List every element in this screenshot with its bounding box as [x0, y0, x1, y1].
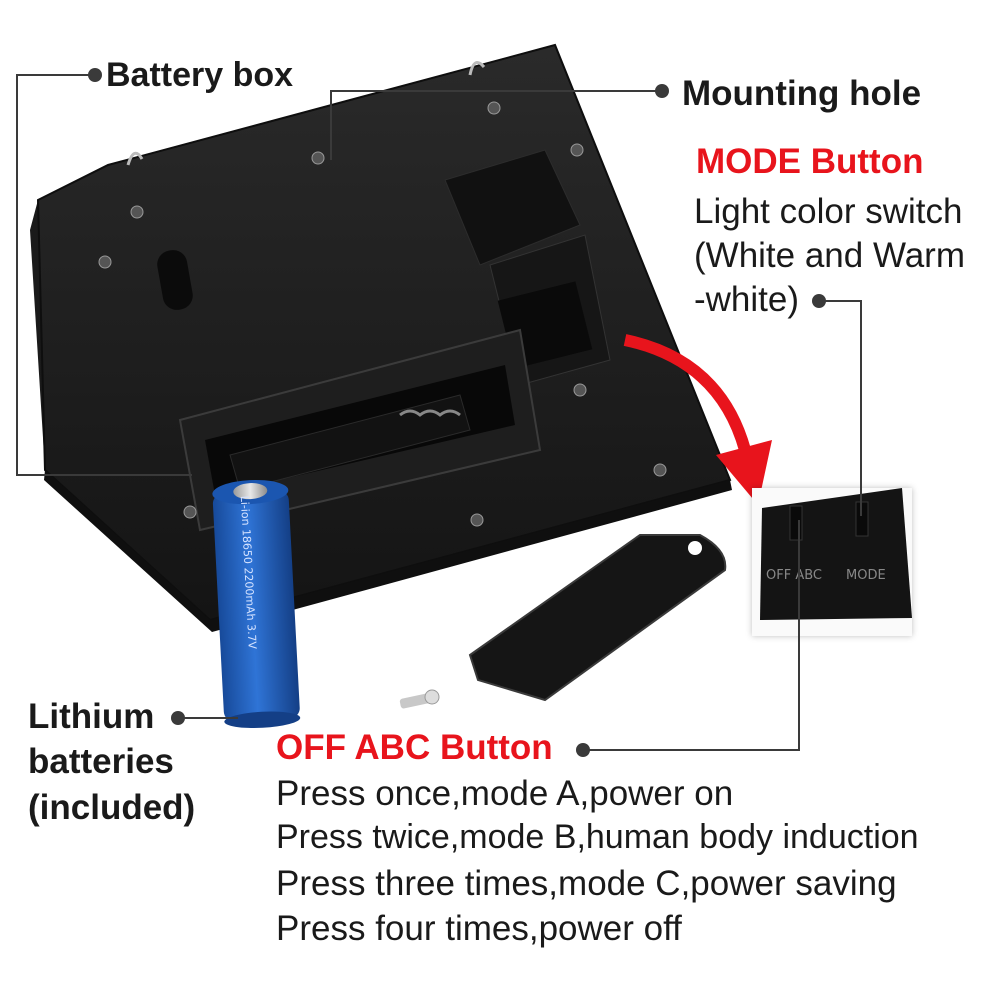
mode-button-desc-1: Light color switch — [694, 192, 963, 231]
battery-cover — [468, 534, 727, 702]
leader-battery-box-h — [16, 74, 96, 76]
leader-mounting-h — [330, 90, 660, 92]
mounting-hole-dot — [655, 84, 669, 98]
lithium-label-2: batteries — [28, 742, 174, 781]
leader-mounting-v — [330, 90, 332, 160]
battery-box-dot — [88, 68, 102, 82]
off-abc-dot — [576, 743, 590, 757]
leader-offabc-h — [582, 749, 800, 751]
hanging-hook-left — [126, 151, 144, 166]
lithium-battery — [212, 479, 301, 729]
mode-button-title: MODE Button — [696, 142, 924, 181]
leader-mode-v — [860, 300, 862, 516]
mounting-hole-slot — [157, 250, 193, 310]
switch-housing — [444, 149, 581, 266]
inset-mode-label: MODE — [846, 568, 886, 583]
mode-button-desc-3: -white) — [694, 280, 800, 319]
off-abc-line-3: Press three times,mode C,power saving — [276, 864, 897, 903]
lithium-label-3: (included) — [28, 788, 196, 827]
loose-screw — [399, 689, 440, 709]
inset-off-abc-label: OFF ABC — [766, 568, 822, 583]
device-main-face — [36, 43, 732, 622]
off-abc-line-1: Press once,mode A,power on — [276, 774, 734, 813]
mounting-hole-label: Mounting hole — [682, 74, 922, 113]
mode-button-desc-2: (White and Warm — [694, 236, 965, 275]
leader-battery-box-h2 — [16, 474, 192, 476]
lithium-dot — [171, 711, 185, 725]
lithium-label-1: Lithium — [28, 697, 155, 736]
off-abc-title: OFF ABC Button — [276, 728, 553, 767]
mode-button-dot — [812, 294, 826, 308]
leader-lithium-h — [182, 717, 238, 719]
button-closeup-inset: OFF ABC MODE — [752, 488, 912, 636]
off-abc-line-2: Press twice,mode B,human body induction — [276, 818, 919, 856]
screws — [98, 101, 667, 527]
leader-offabc-v — [798, 520, 800, 751]
off-abc-line-4: Press four times,power off — [276, 909, 682, 948]
leader-mode-h — [818, 300, 862, 302]
red-arrow — [623, 334, 751, 452]
hanging-hook-right — [468, 61, 486, 76]
battery-box-label: Battery box — [106, 56, 294, 94]
leader-battery-box-v — [16, 74, 18, 476]
battery-inside — [229, 394, 471, 491]
